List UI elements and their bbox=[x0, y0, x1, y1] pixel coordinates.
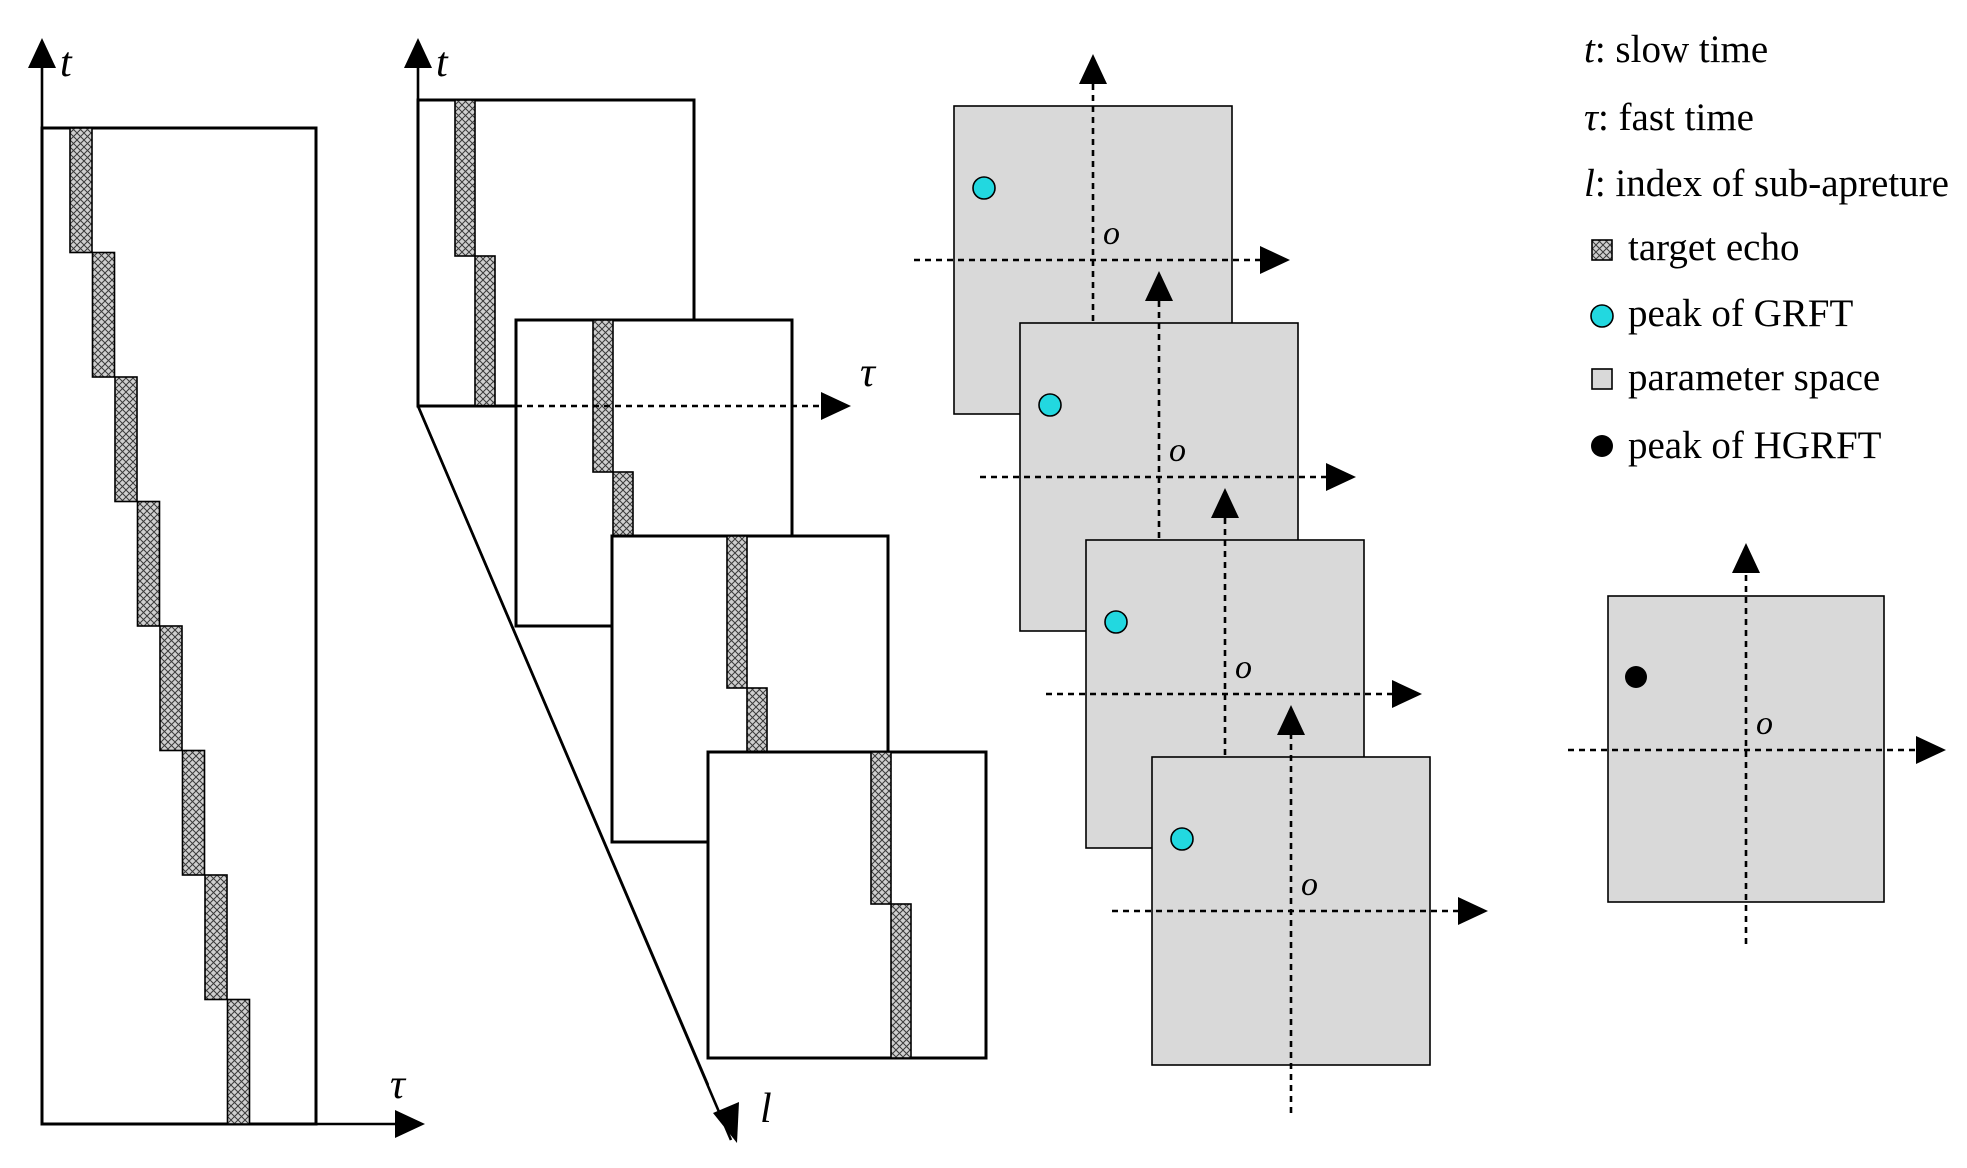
arrow-right-icon bbox=[1260, 246, 1290, 274]
echo-segment bbox=[204, 874, 228, 1001]
arrow-up-icon bbox=[1145, 271, 1173, 301]
grft-peak bbox=[972, 176, 996, 200]
subaperture-index-label: l bbox=[760, 1086, 772, 1132]
echo-segment bbox=[226, 998, 251, 1125]
fast-time-label: τ bbox=[860, 350, 877, 396]
arrow-right-icon bbox=[821, 392, 851, 420]
arrow-right-icon bbox=[1326, 463, 1356, 491]
fast-time-label: τ bbox=[390, 1062, 407, 1108]
arrow-right-icon bbox=[1458, 897, 1488, 925]
subaperture-index-axis-front bbox=[416, 405, 710, 1086]
legend-item: target echo bbox=[1591, 226, 1799, 269]
echo-segment bbox=[69, 127, 93, 254]
arrow-right-icon bbox=[1916, 736, 1946, 764]
grft-peak bbox=[1104, 610, 1128, 634]
legend-label: peak of HGRFT bbox=[1628, 424, 1882, 467]
legend-text: : index of sub-apreture bbox=[1595, 162, 1949, 205]
legend-label: parameter space bbox=[1628, 356, 1880, 399]
gray-square-icon bbox=[1591, 368, 1613, 390]
echo-segment bbox=[181, 749, 206, 876]
full-aperture-panel: t τ bbox=[28, 38, 425, 1138]
arrow-up-icon bbox=[1079, 54, 1107, 84]
cyan-dot-icon bbox=[1590, 304, 1614, 328]
legend-text: : fast time bbox=[1598, 96, 1754, 139]
black-dot-icon bbox=[1591, 435, 1613, 457]
legend-symbol: l bbox=[1584, 162, 1595, 205]
echo-segment bbox=[159, 625, 183, 752]
legend-item: peak of GRFT bbox=[1590, 292, 1853, 335]
origin-label: o bbox=[1301, 866, 1318, 903]
legend-symbol: τ bbox=[1584, 96, 1600, 139]
arrow-right-icon bbox=[395, 1110, 425, 1138]
arrow-up-icon bbox=[1277, 705, 1305, 735]
legend-item: parameter space bbox=[1591, 356, 1880, 399]
arrow-up-icon bbox=[1732, 543, 1760, 573]
slow-time-label: t bbox=[60, 40, 73, 86]
legend-label: τ: fast time bbox=[1584, 96, 1754, 139]
arrow-up-icon bbox=[404, 38, 432, 68]
hatched-square-icon bbox=[1591, 239, 1613, 261]
legend-item: peak of HGRFT bbox=[1591, 424, 1882, 467]
parameter-space-4: o bbox=[1112, 705, 1488, 1113]
slow-time-label: t bbox=[436, 40, 449, 86]
legend-label: peak of GRFT bbox=[1628, 292, 1853, 335]
grft-peak bbox=[1170, 827, 1194, 851]
origin-label: o bbox=[1235, 649, 1252, 686]
legend-symbol: t bbox=[1584, 28, 1596, 71]
grft-peak bbox=[1038, 393, 1062, 417]
origin-label: o bbox=[1756, 705, 1773, 742]
subaperture-4 bbox=[706, 750, 988, 1060]
arrow-right-icon bbox=[1392, 680, 1422, 708]
arrow-down-icon bbox=[713, 1102, 739, 1143]
arrow-up-icon bbox=[28, 38, 56, 68]
legend-item: τ: fast time bbox=[1584, 96, 1754, 139]
legend-item: l: index of sub-apreture bbox=[1584, 162, 1949, 205]
origin-label: o bbox=[1169, 432, 1186, 469]
legend-label: target echo bbox=[1628, 226, 1799, 269]
echo-segment bbox=[91, 251, 116, 378]
grft-parameter-spaces: o o o o bbox=[914, 54, 1488, 1113]
target-echo-staircase bbox=[69, 127, 251, 1125]
legend-label: t: slow time bbox=[1584, 28, 1768, 71]
subaperture-panel: t l τ bbox=[404, 38, 988, 1143]
echo-segment bbox=[114, 376, 138, 503]
legend-item: t: slow time bbox=[1584, 28, 1768, 71]
arrow-up-icon bbox=[1211, 488, 1239, 518]
hgrft-peak bbox=[1625, 666, 1647, 688]
hgrft-panel: o bbox=[1568, 543, 1946, 944]
legend-label: l: index of sub-apreture bbox=[1584, 162, 1949, 205]
echo-segment bbox=[136, 500, 161, 627]
origin-label: o bbox=[1103, 215, 1120, 252]
legend-text: : slow time bbox=[1595, 28, 1768, 71]
